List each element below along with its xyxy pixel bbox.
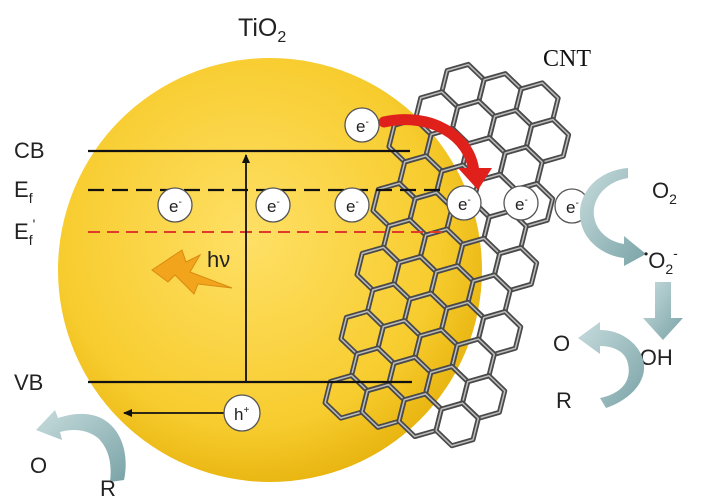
right-r-label: R xyxy=(556,388,572,413)
vb-label: VB xyxy=(14,370,43,395)
ef-label: Ef xyxy=(14,177,33,206)
electron-cb: e- xyxy=(344,107,380,143)
superoxide-label: •O2- xyxy=(644,245,678,277)
svg-text:e-: e- xyxy=(515,195,528,214)
o2-reduction-arrow xyxy=(580,168,646,266)
right-oxidation-arrow xyxy=(578,322,645,408)
left-oxidation-arrow xyxy=(36,410,126,482)
svg-text:e-: e- xyxy=(267,197,280,216)
o2-label: O2 xyxy=(652,178,677,207)
electron-ef-3: e- xyxy=(334,187,370,223)
lightning-icon xyxy=(151,249,233,295)
left-o-label: O xyxy=(30,453,47,478)
hv-label: hν xyxy=(207,247,230,272)
right-o-label: O xyxy=(553,331,570,356)
svg-text:h+: h+ xyxy=(234,405,249,424)
tio2-label: TiO2 xyxy=(238,14,286,46)
ef-prime-label: Ef' xyxy=(14,216,35,248)
superoxide-to-hydroxyl-arrow xyxy=(643,282,683,340)
cnt-label: CNT xyxy=(543,46,591,72)
electron-cnt-2: e- xyxy=(503,185,539,221)
electron-transfer-arrowhead xyxy=(458,168,492,190)
hole-vb: h+ xyxy=(223,394,261,432)
svg-text:e-: e- xyxy=(356,117,369,136)
svg-text:e-: e- xyxy=(169,197,182,216)
tio2-sphere xyxy=(58,58,482,482)
svg-text:e-: e- xyxy=(458,195,471,214)
carbon-nanotube xyxy=(322,61,572,449)
svg-text:e-: e- xyxy=(566,198,579,217)
svg-text:e-: e- xyxy=(346,197,359,216)
cnt-hexagon-highlight xyxy=(435,402,480,447)
left-r-label: R xyxy=(100,476,116,499)
electron-ef-2: e- xyxy=(255,187,291,223)
electron-transfer-arrow xyxy=(378,114,480,178)
electron-cnt-1: e- xyxy=(446,185,482,221)
cb-label: CB xyxy=(14,138,45,163)
electron-ef-1: e- xyxy=(157,187,193,223)
